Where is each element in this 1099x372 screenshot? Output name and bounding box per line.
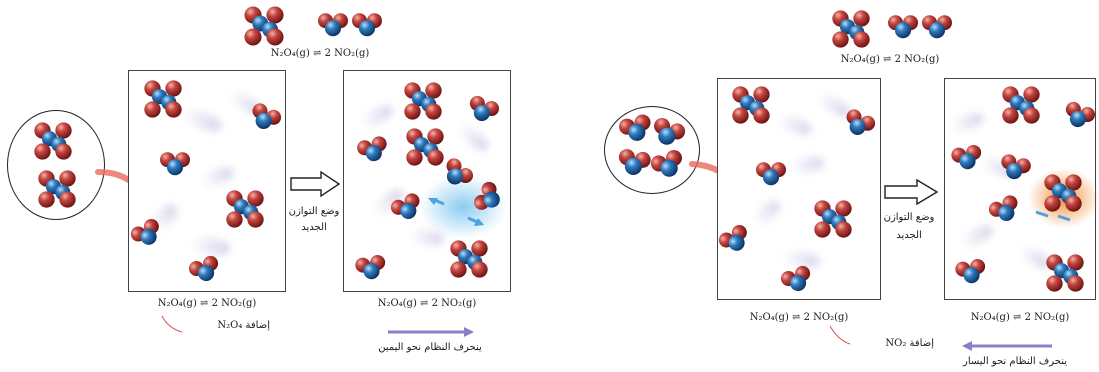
added-molecules-circle [604, 106, 700, 194]
to-new-equilibrium-arrow [290, 170, 341, 198]
arrow-label-line2: الجديد [301, 222, 327, 233]
no2-molecule [997, 152, 1033, 183]
right-scenario-panel: N₂O₄(g) ⇌ 2 NO₂(g) N₂O₄(g) ⇌ 2 NO₂(g) إض… [560, 0, 1099, 372]
no2-molecule-top-2 [352, 13, 382, 37]
no2-molecule [186, 253, 223, 286]
no2-molecule [986, 192, 1024, 227]
no2-molecule [354, 253, 388, 282]
no2-molecule [438, 155, 477, 193]
no2-molecule-top-2 [922, 15, 952, 39]
no2-molecule-inset [617, 112, 655, 145]
shift-label: ينحرف النظام نحو اليسار [962, 356, 1067, 367]
reaction-direction-arrows [1035, 210, 1071, 222]
no2-molecule-inset [616, 147, 652, 178]
box2-equation: N₂O₄(g) ⇌ 2 NO₂(g) [970, 312, 1070, 323]
n2o4-molecule [814, 200, 852, 238]
n2o4-molecule [1046, 254, 1084, 292]
n2o4-molecule [144, 80, 182, 118]
no2-molecule-top-1 [318, 13, 348, 37]
no2-molecule [388, 190, 426, 225]
no2-molecule [160, 152, 190, 176]
no2-molecule-top-1 [888, 15, 918, 39]
no2-molecule-inset [648, 115, 688, 150]
addition-pointer [829, 325, 851, 345]
to-new-equilibrium-arrow [884, 178, 939, 206]
reaction-direction-arrows [428, 197, 484, 226]
no2-molecule [355, 134, 391, 165]
top-equation: N₂O₄(g) ⇌ 2 NO₂(g) [840, 54, 940, 65]
n2o4-molecule-inset-1 [34, 122, 72, 160]
n2o4-molecule-inset-2 [38, 170, 76, 208]
shift-arrow-right [388, 327, 474, 337]
shift-arrow-left [962, 341, 1052, 351]
box1-equation: N₂O₄(g) ⇌ 2 NO₂(g) [157, 298, 257, 309]
left-scenario-panel: N₂O₄(g) ⇌ 2 NO₂(g) N₂O₄(g) ⇌ 2 NO₂(g) إض… [0, 0, 540, 372]
n2o4-molecule [732, 86, 770, 124]
no2-molecule [128, 216, 166, 252]
no2-molecule [1061, 99, 1098, 132]
no2-molecule [756, 162, 786, 186]
no2-molecule-inset [648, 147, 688, 182]
no2-molecule [465, 93, 502, 126]
no2-molecule [840, 106, 878, 141]
box2-equation: N₂O₄(g) ⇌ 2 NO₂(g) [377, 298, 477, 309]
arrow-label-line1: وضع التوازن [883, 212, 935, 223]
top-equation: N₂O₄(g) ⇌ 2 NO₂(g) [270, 48, 370, 59]
no2-molecule [778, 263, 815, 296]
n2o4-molecule [1002, 86, 1040, 124]
addition-label: إضافة N₂O₄ [217, 320, 270, 331]
no2-molecule [950, 143, 984, 172]
n2o4-molecule [226, 190, 264, 228]
no2-molecule [716, 222, 754, 258]
n2o4-molecule-top [244, 6, 284, 46]
addition-label: إضافة NO₂ [885, 338, 934, 349]
arrow-label-line1: وضع التوازن [288, 206, 340, 217]
no2-molecule [246, 100, 284, 135]
arrow-label-line2: الجديد [896, 230, 922, 241]
box1-equation: N₂O₄(g) ⇌ 2 NO₂(g) [749, 312, 849, 323]
n2o4-molecule [450, 240, 488, 278]
n2o4-molecule-top [832, 10, 870, 48]
no2-molecule [954, 257, 988, 286]
shift-label: ينحرف النظام نحو اليمين [378, 342, 482, 353]
addition-pointer [161, 315, 183, 333]
n2o4-molecule [404, 82, 442, 120]
